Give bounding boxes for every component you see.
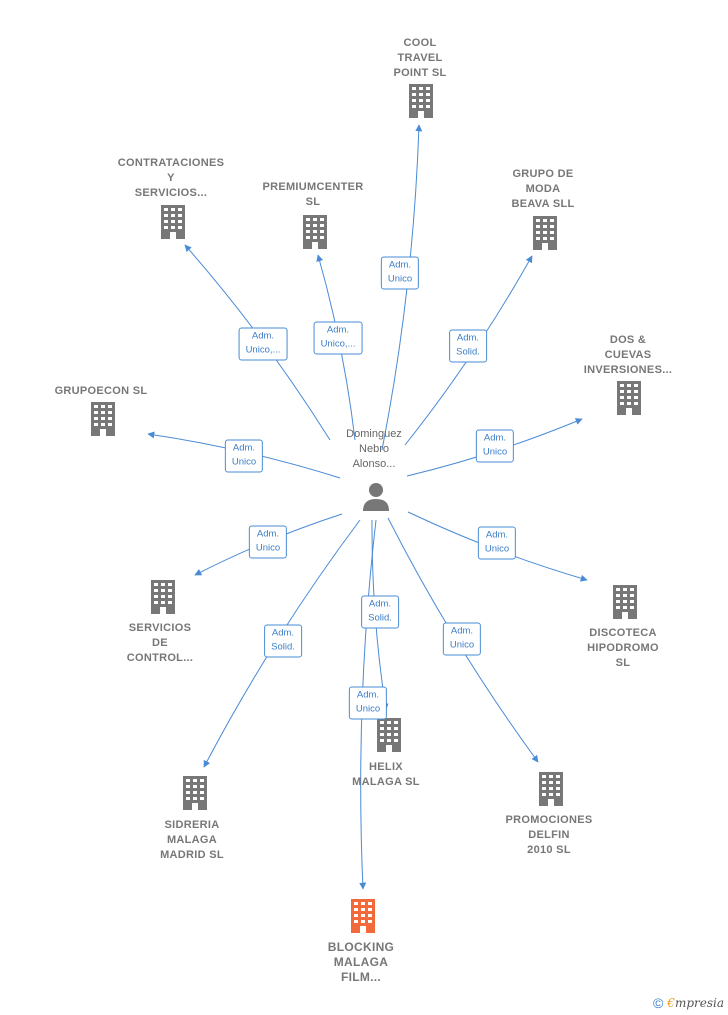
company-label-premiumcenter[interactable]: PREMIUMCENTER SL	[262, 181, 364, 208]
empresia-logo: €mpresia	[667, 996, 724, 1010]
role-badge-grupo-moda: Adm. Solid.	[449, 329, 487, 363]
company-label-grupo-moda[interactable]: GRUPO DE MODA BEAVA SLL	[511, 168, 575, 210]
role-badge-contrataciones: Adm. Unico,...	[238, 327, 288, 361]
company-label-promociones[interactable]: PROMOCIONES DELFIN 2010 SL	[505, 814, 593, 856]
building-icon-sidreria[interactable]	[183, 776, 207, 810]
role-badge-discoteca: Adm. Unico	[477, 526, 517, 560]
company-label-sidreria[interactable]: SIDRERIA MALAGA MADRID SL	[160, 819, 224, 861]
copyright-icon: ©	[652, 995, 664, 1011]
building-icon-cool-travel[interactable]	[409, 84, 433, 118]
building-icon-helix[interactable]	[377, 718, 401, 752]
building-icon-grupoecon[interactable]	[91, 402, 115, 436]
building-icon-promociones[interactable]	[539, 772, 563, 806]
role-badge-blocking: Adm. Unico	[348, 686, 388, 720]
building-icon-premiumcenter[interactable]	[303, 215, 327, 249]
building-icon-blocking[interactable]	[351, 899, 375, 933]
company-label-contrataciones[interactable]: CONTRATACIONES Y SERVICIOS...	[117, 157, 225, 199]
center-person-label[interactable]: Dominguez Nebro Alonso...	[346, 428, 402, 470]
person-icon[interactable]	[363, 483, 389, 511]
role-badge-premiumcenter: Adm. Unico,...	[313, 321, 363, 355]
company-label-cool-travel[interactable]: COOL TRAVEL POINT SL	[393, 37, 447, 79]
company-label-blocking[interactable]: BLOCKING MALAGA FILM...	[327, 940, 395, 984]
role-badge-cool-travel: Adm. Unico	[380, 256, 420, 290]
role-badge-helix: Adm. Solid.	[361, 595, 399, 629]
company-label-helix[interactable]: HELIX MALAGA SL	[352, 761, 420, 788]
company-label-grupoecon[interactable]: GRUPOECON SL	[54, 385, 148, 397]
role-badge-grupoecon: Adm. Unico	[224, 439, 264, 473]
company-label-discoteca[interactable]: DISCOTECA HIPODROMO SL	[587, 627, 659, 669]
footer-brand: © €mpresia	[653, 995, 724, 1011]
role-badge-dos-cuevas: Adm. Unico	[475, 429, 515, 463]
building-icon-dos-cuevas[interactable]	[617, 381, 641, 415]
company-label-servicios-control[interactable]: SERVICIOS DE CONTROL...	[126, 622, 194, 664]
building-icon-servicios-control[interactable]	[151, 580, 175, 614]
role-badge-promociones: Adm. Unico	[442, 622, 482, 656]
role-badge-sidreria: Adm. Solid.	[264, 624, 302, 658]
building-icon-discoteca[interactable]	[613, 585, 637, 619]
role-badge-servicios-control: Adm. Unico	[248, 525, 288, 559]
building-icon-grupo-moda[interactable]	[533, 216, 557, 250]
building-icon-contrataciones[interactable]	[161, 205, 185, 239]
company-label-dos-cuevas[interactable]: DOS & CUEVAS INVERSIONES...	[583, 334, 673, 376]
